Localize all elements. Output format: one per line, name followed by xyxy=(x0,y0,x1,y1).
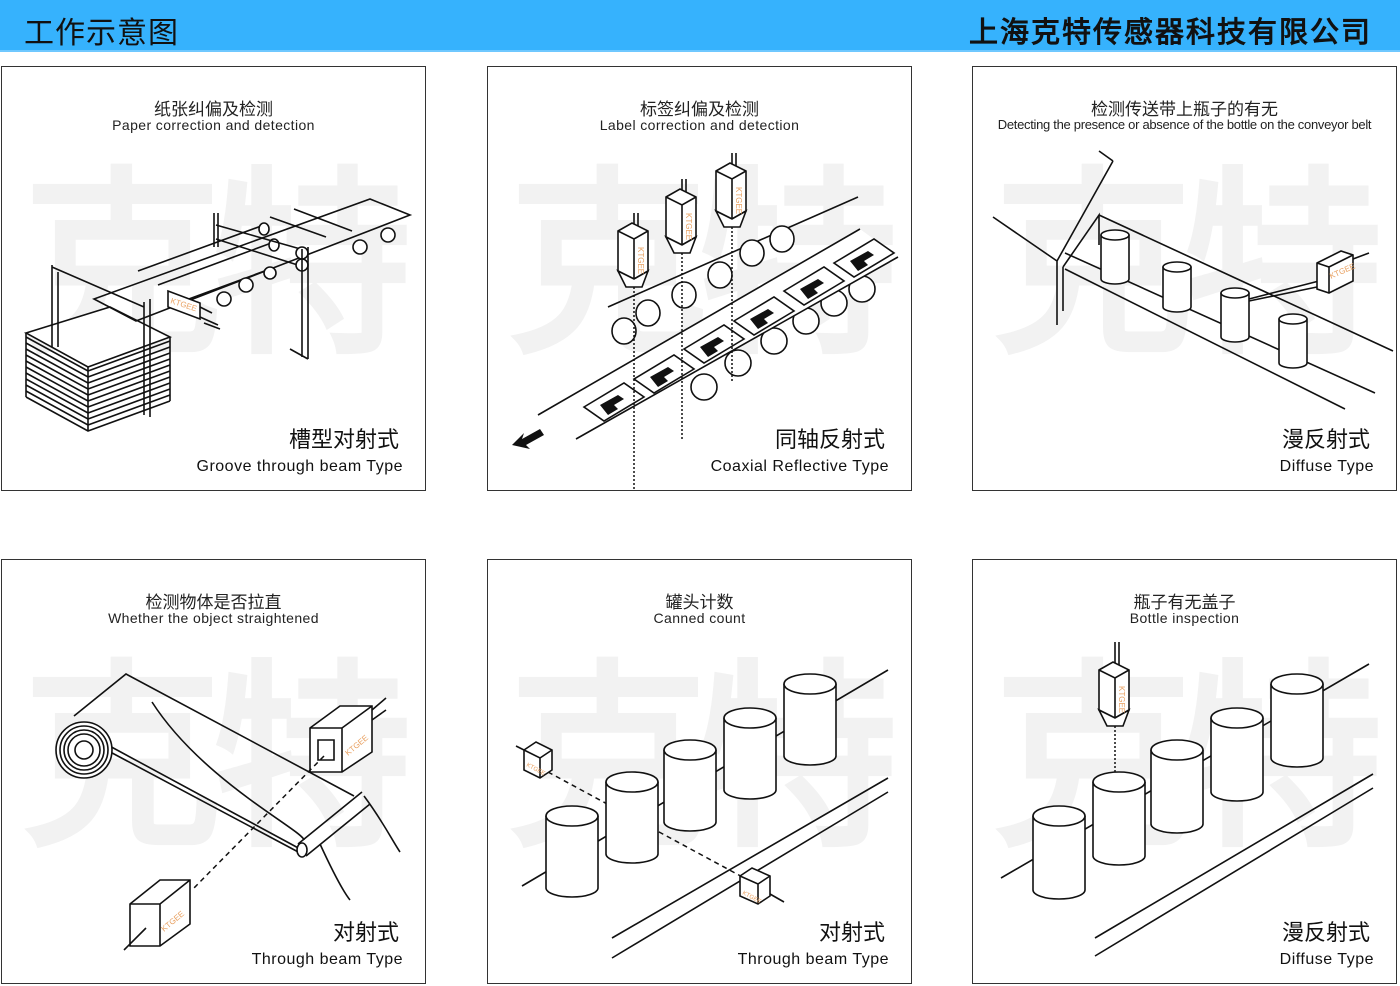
sensor-type-cn: 同轴反射式 xyxy=(774,428,885,453)
sensor-type-en: Groove through beam Type xyxy=(196,458,403,475)
emitter: KTGEE xyxy=(515,741,553,779)
sensor-type-cn: 槽型对射式 xyxy=(288,428,399,453)
panel-title-cn: 罐头计数 xyxy=(665,593,734,613)
labels xyxy=(582,238,896,422)
panel-title-cn: 纸张纠偏及检测 xyxy=(154,100,273,120)
bottles xyxy=(1032,673,1324,900)
bottles xyxy=(1100,229,1308,369)
groove-sensor: KTGEE xyxy=(167,289,221,330)
label-belt-illustration: KTGEE KTGEE KTGEE xyxy=(512,153,899,490)
company-name: 上海克特传感器科技有限公司 xyxy=(968,15,1372,49)
sensor-type-cn: 对射式 xyxy=(818,921,885,946)
panel-title-en: Whether the object straightened xyxy=(108,610,319,626)
page-title: 工作示意图 xyxy=(24,16,179,51)
panel-object-straightened: 克特 KTGEE KTGEE 检测物体是否拉直 Whether the obje… xyxy=(1,559,426,984)
panel-canned-count: 克特 KTGEE KTGEE 罐头计数 Canned count 对射式 Thr… xyxy=(487,559,912,984)
film-roll-illustration: KTGEE KTGEE xyxy=(55,673,401,951)
diffuse-sensor: KTGEE xyxy=(1097,642,1131,774)
paper-conveyor-illustration: KTGEE xyxy=(23,198,413,432)
diffuse-sensor: KTGEE xyxy=(1248,250,1370,302)
receiver: KTGEE xyxy=(739,867,785,905)
panel-title-cn: 瓶子有无盖子 xyxy=(1133,593,1236,613)
panel-title-en: Detecting the presence or absence of the… xyxy=(997,117,1372,132)
panel-title-en: Bottle inspection xyxy=(1129,610,1240,626)
panel-bottle-inspection: 克特 KTGEE 瓶子有无盖子 Bottle inspection 漫反射式 D… xyxy=(972,559,1397,984)
paper-stack xyxy=(23,306,173,432)
sensor-brand-label: KTGEE xyxy=(1117,686,1126,713)
panel-title-cn: 检测传送带上瓶子的有无 xyxy=(1091,100,1278,120)
sensor-type-en: Coaxial Reflective Type xyxy=(710,458,889,475)
coaxial-sensors: KTGEE KTGEE KTGEE xyxy=(616,153,748,490)
rollers xyxy=(607,196,876,401)
sensor-brand-label: KTGEE xyxy=(734,187,743,214)
header-bar: 工作示意图 上海克特传感器科技有限公司 xyxy=(0,0,1400,52)
receiver: KTGEE xyxy=(123,879,191,951)
sensor-type-cn: 对射式 xyxy=(332,921,399,946)
bottle-cap-illustration: KTGEE xyxy=(1000,642,1374,957)
sensor-type-en: Diffuse Type xyxy=(1279,951,1374,968)
panel-title-en: Paper correction and detection xyxy=(112,117,315,133)
roll xyxy=(55,721,113,779)
bottle-conveyor-illustration: KTGEE xyxy=(992,150,1394,410)
panel-label-correction: 克特 xyxy=(487,66,912,491)
sensor-brand-label: KTGEE xyxy=(684,213,693,240)
sensor-type-en: Through beam Type xyxy=(251,951,403,968)
panel-title-cn: 检测物体是否拉直 xyxy=(145,593,282,613)
panel-paper-correction: 克特 xyxy=(1,66,426,491)
panel-title-en: Canned count xyxy=(653,610,746,626)
panel-bottle-presence: 克特 KTGEE 检测传送带上瓶子的有无 Detecting the prese… xyxy=(972,66,1397,491)
sensor-brand-label: KTGEE xyxy=(636,247,645,274)
arrow-left-down-icon xyxy=(512,429,544,449)
sensor-type-en: Through beam Type xyxy=(737,951,889,968)
emitter: KTGEE xyxy=(309,697,387,773)
rollers xyxy=(137,208,396,307)
cans xyxy=(545,673,837,898)
can-counting-illustration: KTGEE KTGEE xyxy=(515,669,889,959)
roller-bar xyxy=(296,791,401,901)
sensor-type-cn: 漫反射式 xyxy=(1281,428,1370,453)
panel-title-en: Label correction and detection xyxy=(599,117,800,133)
sensor-type-cn: 漫反射式 xyxy=(1281,921,1370,946)
panel-title-cn: 标签纠偏及检测 xyxy=(640,100,759,120)
sensor-type-en: Diffuse Type xyxy=(1279,458,1374,475)
